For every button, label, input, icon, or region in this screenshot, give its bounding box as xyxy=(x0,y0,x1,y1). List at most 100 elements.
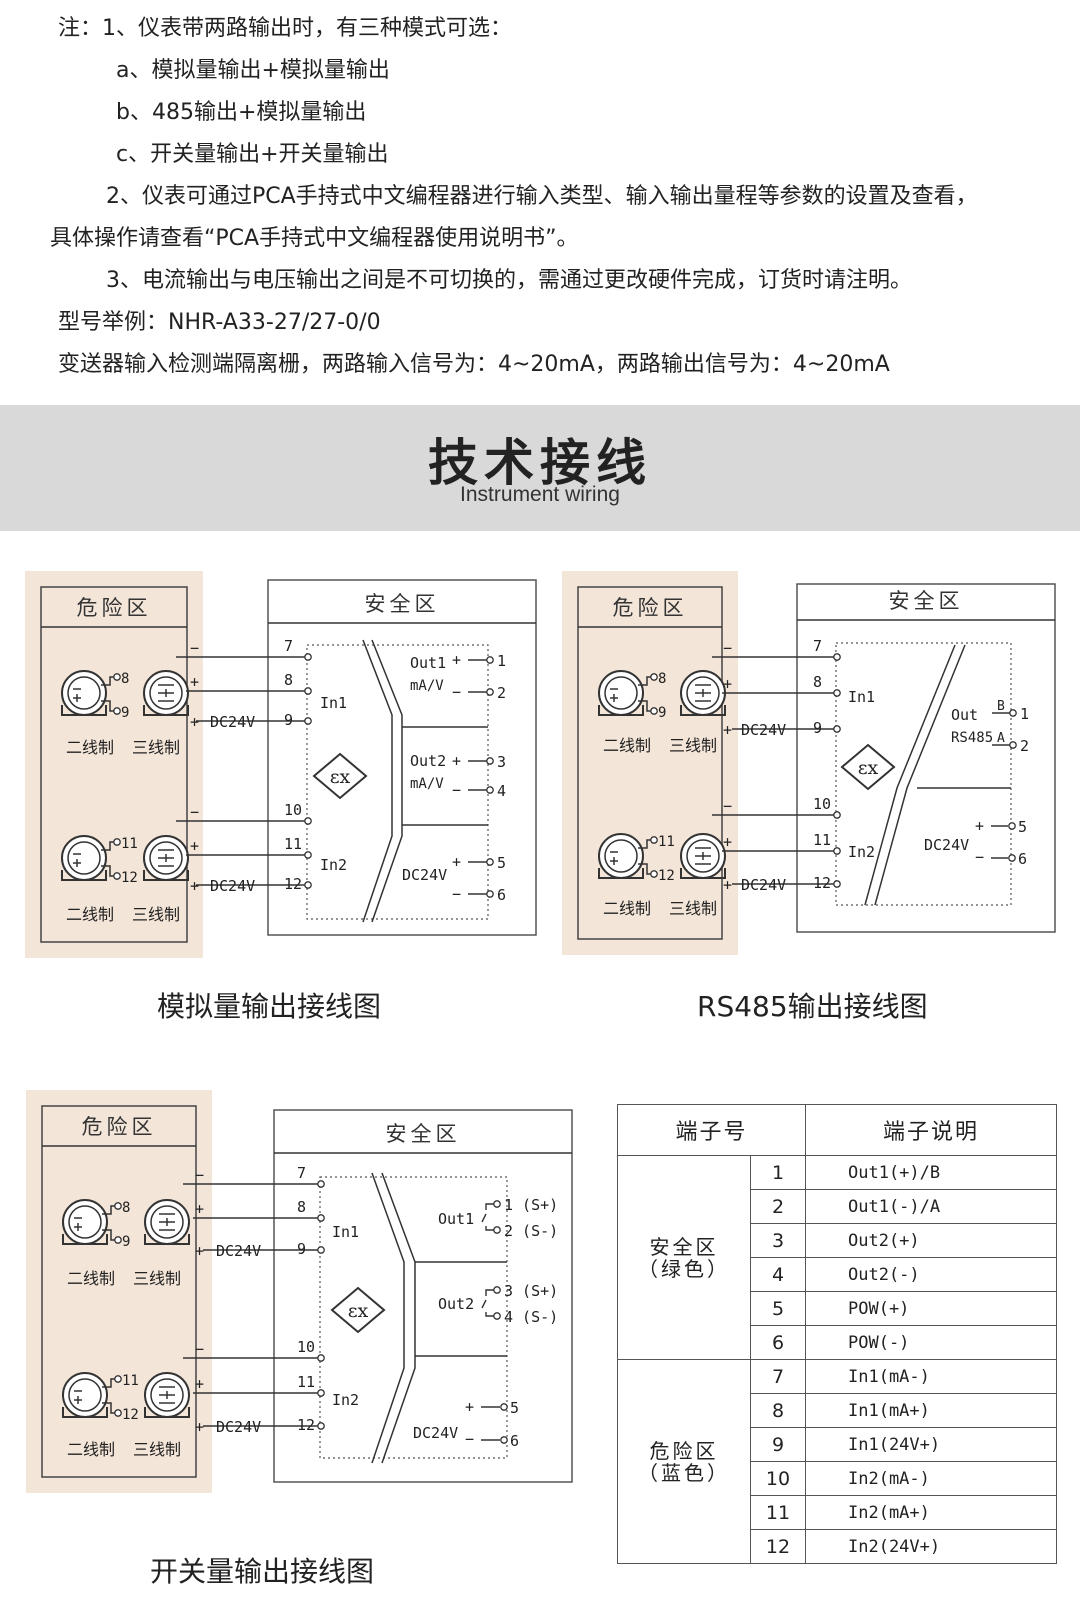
dc24v-label: DC24V xyxy=(741,876,786,894)
two-wire-lead xyxy=(101,865,114,877)
terminal-number-label: 9 xyxy=(297,1240,306,1258)
three-wire-label: 三线制 xyxy=(132,905,180,924)
two-wire-sensor-icon xyxy=(62,1372,108,1418)
note-line-7: 3、电流输出与电压输出之间是不可切换的，需通过更改硬件完成，订货时请注明。 xyxy=(106,268,912,293)
in2-label: In2 xyxy=(320,856,347,874)
terminal-number-label: 6 xyxy=(510,1432,519,1450)
out2-label: Out2 xyxy=(410,752,446,770)
terminal-number-label: 6 xyxy=(497,886,506,904)
polarity-label: + xyxy=(195,1375,204,1393)
polarity-label: − xyxy=(452,683,461,701)
terminal-number-label: 7 xyxy=(284,637,293,655)
three-wire-sensor-icon xyxy=(680,670,726,716)
terminal-dot xyxy=(304,817,312,825)
terminal-dot xyxy=(1008,854,1016,862)
three-wire-sensor-icon xyxy=(143,670,189,716)
two-wire-label: 二线制 xyxy=(603,736,651,755)
terminal-dot xyxy=(1008,822,1016,830)
relay-terminal-label: 4 (S-) xyxy=(504,1308,558,1326)
terminal-dot xyxy=(486,688,494,696)
out2-label: Out2 xyxy=(438,1295,474,1313)
terminal-number-label: 1 xyxy=(1020,705,1029,723)
two-wire-label: 二线制 xyxy=(66,905,114,924)
polarity-label: − xyxy=(723,797,732,815)
terminal-dot xyxy=(486,656,494,664)
terminal-dot xyxy=(833,880,841,888)
terminal-dot xyxy=(500,1403,508,1411)
terminal-dot xyxy=(486,890,494,898)
two-wire-terminal xyxy=(113,838,121,846)
two-wire-lead xyxy=(102,1402,115,1414)
terminal-dot xyxy=(317,1214,325,1222)
two-wire-terminal-label: 8 xyxy=(122,1200,130,1216)
relay-contact xyxy=(485,1203,494,1210)
out-label: Out xyxy=(951,706,978,724)
terminal-number-label: 5 xyxy=(497,854,506,872)
ex-mark-icon xyxy=(312,752,368,800)
terminal-dot xyxy=(317,1180,325,1188)
note-line-3: b、485输出+模拟量输出 xyxy=(116,100,367,125)
two-wire-label: 二线制 xyxy=(603,899,651,918)
polarity-label: + xyxy=(723,876,732,894)
polarity-label: + xyxy=(723,833,732,851)
terminal-description: Out1(-)/A xyxy=(805,1189,1057,1224)
dc24v-label: DC24V xyxy=(741,721,786,739)
terminal-number: 5 xyxy=(750,1291,806,1326)
two-wire-lead xyxy=(102,1229,115,1241)
terminal-dot xyxy=(304,687,312,695)
two-wire-terminal xyxy=(113,707,121,715)
polarity-label: − xyxy=(190,803,199,821)
terminal-dot xyxy=(1009,709,1017,717)
terminal-number-label: 7 xyxy=(297,1164,306,1182)
three-wire-sensor-icon xyxy=(680,833,726,879)
note-line-9: 变送器输入检测端隔离栅，两路输入信号为：4~20mA，两路输出信号为：4~20m… xyxy=(58,352,890,377)
dc24v-label: DC24V xyxy=(413,1424,458,1442)
terminal-dot xyxy=(493,1312,501,1320)
two-wire-terminal xyxy=(114,1202,122,1210)
module-outline xyxy=(319,1176,508,1459)
note-line-1: 注：1、仪表带两路输出时，有三种模式可选： xyxy=(58,16,512,41)
two-wire-lead xyxy=(101,676,114,686)
section-title: 技术接线 xyxy=(428,434,652,492)
module-outline xyxy=(835,642,1012,906)
terminal-dot xyxy=(493,1286,501,1294)
two-wire-terminal xyxy=(114,1375,122,1383)
terminal-number-label: 3 xyxy=(497,753,506,771)
three-wire-sensor-icon xyxy=(144,1199,190,1245)
ex-mark-icon xyxy=(840,743,896,791)
two-wire-lead xyxy=(101,841,114,851)
terminal-dot xyxy=(304,881,312,889)
header-terminal-number: 端子号 xyxy=(617,1104,806,1156)
hazard-zone-frame xyxy=(577,586,723,940)
terminal-dot xyxy=(493,1200,501,1208)
two-wire-terminal xyxy=(650,870,658,878)
two-wire-terminal xyxy=(114,1236,122,1244)
terminal-number-label: 2 xyxy=(497,684,506,702)
hazard-zone-title: 危险区 xyxy=(613,596,688,620)
polarity-label: − xyxy=(190,639,199,657)
ex-mark-label: εx xyxy=(858,757,879,779)
terminal-dot xyxy=(304,653,312,661)
terminal-number-label: 4 xyxy=(497,782,506,800)
two-wire-terminal-label: 11 xyxy=(658,834,675,850)
two-wire-label: 二线制 xyxy=(67,1440,115,1459)
two-wire-lead xyxy=(101,700,114,712)
terminal-dot xyxy=(486,858,494,866)
terminal-dot xyxy=(833,689,841,697)
safe-zone-title: 安全区 xyxy=(365,592,440,616)
terminal-number: 7 xyxy=(750,1359,806,1394)
terminal-dot xyxy=(304,717,312,725)
terminal-dot xyxy=(486,786,494,794)
polarity-label: − xyxy=(465,1430,474,1448)
polarity-label: − xyxy=(195,1340,204,1358)
dc24v-label: DC24V xyxy=(210,713,255,731)
terminal-number: 2 xyxy=(750,1189,806,1224)
terminal-number-label: 7 xyxy=(813,637,822,655)
terminal-number: 1 xyxy=(750,1155,806,1190)
terminal-number: 3 xyxy=(750,1223,806,1258)
dc24v-label: DC24V xyxy=(210,877,255,895)
